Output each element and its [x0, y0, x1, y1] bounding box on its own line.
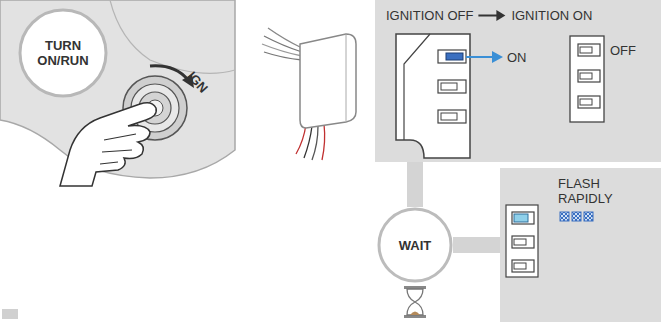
switch-housing-edge [404, 34, 430, 140]
hand [60, 103, 156, 186]
turn-arrow [150, 66, 188, 80]
dip-switch [441, 113, 457, 120]
wires [322, 124, 325, 160]
node-text: IGNITION OFF [386, 8, 473, 23]
wires [264, 52, 302, 60]
node-text: FLASH RAPIDLY [558, 176, 654, 206]
led-flash [572, 212, 581, 221]
node-text: TURN ON/RUN [30, 38, 96, 68]
dip-slot [512, 212, 534, 224]
wires [312, 126, 318, 160]
dip-switch [441, 83, 457, 90]
step-circle: WAIT [377, 207, 453, 283]
dip-slot [578, 44, 600, 108]
switch-housing [506, 205, 538, 277]
on-arrow-head [492, 51, 503, 63]
wires [268, 28, 302, 48]
control-module [300, 34, 356, 128]
module-edge [346, 34, 347, 122]
dip-slot [438, 110, 466, 123]
dip-switch [580, 73, 592, 79]
hourglass [407, 289, 423, 315]
dip-switch [580, 99, 592, 105]
switch-housing [396, 34, 470, 158]
dip-slot [512, 260, 534, 272]
circle-outline [20, 10, 106, 96]
dip-switch [580, 47, 592, 105]
wires [262, 44, 302, 56]
wires [264, 36, 302, 52]
node-text: WAIT [399, 238, 432, 253]
dip-slot [578, 70, 600, 82]
on-arrow [466, 56, 494, 58]
flow-band [407, 162, 423, 207]
flow-band [453, 237, 500, 253]
switch-state-label: OFF [610, 43, 636, 58]
dashboard [0, 0, 235, 178]
corner-mark [2, 309, 18, 319]
step-circle: TURN ON/RUN [18, 8, 108, 98]
dashboard-edge [110, 0, 235, 73]
header-arrow [478, 15, 497, 17]
dip-slot [438, 50, 466, 123]
node-text: IGNITION ON [511, 8, 592, 23]
switch-housing [570, 36, 604, 122]
dip-slot [512, 212, 534, 272]
dip-switch [441, 83, 457, 120]
ignition-label: IGN [184, 68, 211, 95]
dip-switch [514, 263, 526, 269]
dip-switch-on [446, 53, 463, 60]
dip-switch [580, 47, 592, 53]
dip-switch-flash [514, 214, 528, 222]
circle-outline [379, 209, 451, 281]
dip-switch [514, 239, 526, 245]
led-flash [584, 212, 593, 221]
led-flash [560, 212, 593, 221]
dip-slot [438, 80, 466, 93]
dip-slot [578, 44, 600, 56]
dip-slot [512, 236, 534, 248]
dip-slot [578, 96, 600, 108]
dip-switch [514, 239, 526, 269]
wires [304, 126, 312, 158]
dip-slot [438, 50, 466, 63]
hand-fingers [100, 134, 136, 164]
hourglass [404, 286, 426, 318]
hourglass [410, 312, 420, 316]
switch-state-label: ON [507, 50, 527, 65]
led-flash [560, 212, 569, 221]
header-arrow-head [496, 10, 505, 21]
